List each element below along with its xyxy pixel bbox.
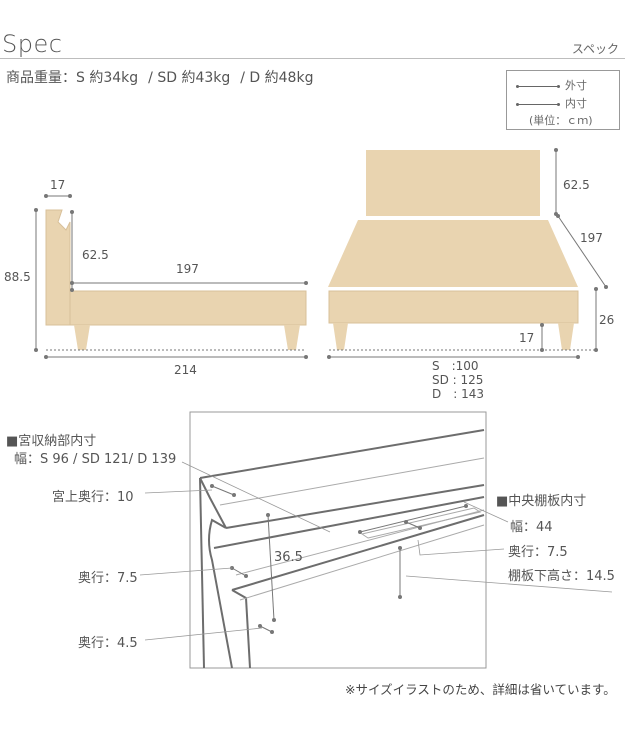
weights-label: 商品重量：: [6, 70, 76, 86]
side-headboard-height: 62.5: [82, 248, 109, 262]
shelf-width: 幅：44: [510, 520, 553, 535]
side-frame: [69, 290, 307, 326]
outer-line-icon: [516, 84, 560, 88]
front-headboard: [366, 150, 540, 216]
storage-detail-drawing: [139, 411, 613, 669]
front-frame: [328, 290, 579, 324]
legend-unit: (単位：ｃｍ): [529, 114, 593, 127]
storage-depth-4-5: 奥行：4.5: [78, 636, 138, 651]
side-headboard-depth: 17: [50, 178, 66, 192]
front-view-drawing: [327, 148, 608, 359]
footnote: ※サイズイラストのため、詳細は省いています。: [345, 682, 616, 697]
dimension-legend: 外寸 内寸 (単位：ｃｍ): [506, 70, 620, 130]
storage-section-title: ■宮収納部内寸: [6, 434, 97, 449]
side-total-length: 214: [174, 363, 197, 377]
shelf-depth: 奥行：7.5: [508, 545, 568, 560]
side-view-drawing: [34, 194, 308, 359]
product-weights: 商品重量：S 約34kg / SD 約43kg / D 約48kg: [6, 67, 323, 87]
side-leg-left: [74, 325, 90, 350]
storage-top-depth: 宮上奥行：10: [52, 490, 134, 505]
legend-outer: 外寸: [516, 77, 587, 93]
front-leg-left: [333, 323, 348, 350]
front-leg-height: 17: [519, 331, 535, 345]
storage-inner-height: 36.5: [274, 550, 303, 565]
storage-width: 幅：S 96 / SD 121/ D 139: [14, 452, 177, 467]
shelf-section-title: ■中央棚板内寸: [496, 494, 587, 509]
weight-sd: / SD 約43kg: [148, 70, 231, 86]
header-divider: [0, 58, 625, 59]
width-s: S :100: [432, 359, 479, 373]
side-leg-right: [284, 325, 300, 350]
front-widths: S :100 SD : 125 D : 143: [432, 359, 484, 401]
weight-d: / D 約48kg: [240, 70, 314, 86]
width-sd: SD : 125: [432, 373, 484, 387]
side-headboard: [45, 209, 71, 326]
front-headboard-height: 62.5: [563, 178, 590, 192]
inner-line-icon: [516, 102, 560, 106]
shelf-below-height: 棚板下高さ：14.5: [508, 569, 615, 584]
side-total-height: 88.5: [4, 270, 31, 284]
front-mattress-length: 197: [580, 231, 603, 245]
page-title: Spec: [2, 30, 63, 58]
page-subtitle: スペック: [571, 42, 619, 56]
front-frame-height: 26: [599, 313, 615, 327]
front-mattress: [328, 220, 578, 287]
detail-frame: [189, 411, 487, 669]
weight-s: S 約34kg: [76, 70, 139, 86]
storage-depth-7-5: 奥行：7.5: [78, 571, 138, 586]
width-d: D : 143: [432, 387, 485, 401]
front-leg-right: [558, 323, 574, 350]
side-frame-length: 197: [176, 262, 199, 276]
legend-inner: 内寸: [516, 95, 587, 111]
